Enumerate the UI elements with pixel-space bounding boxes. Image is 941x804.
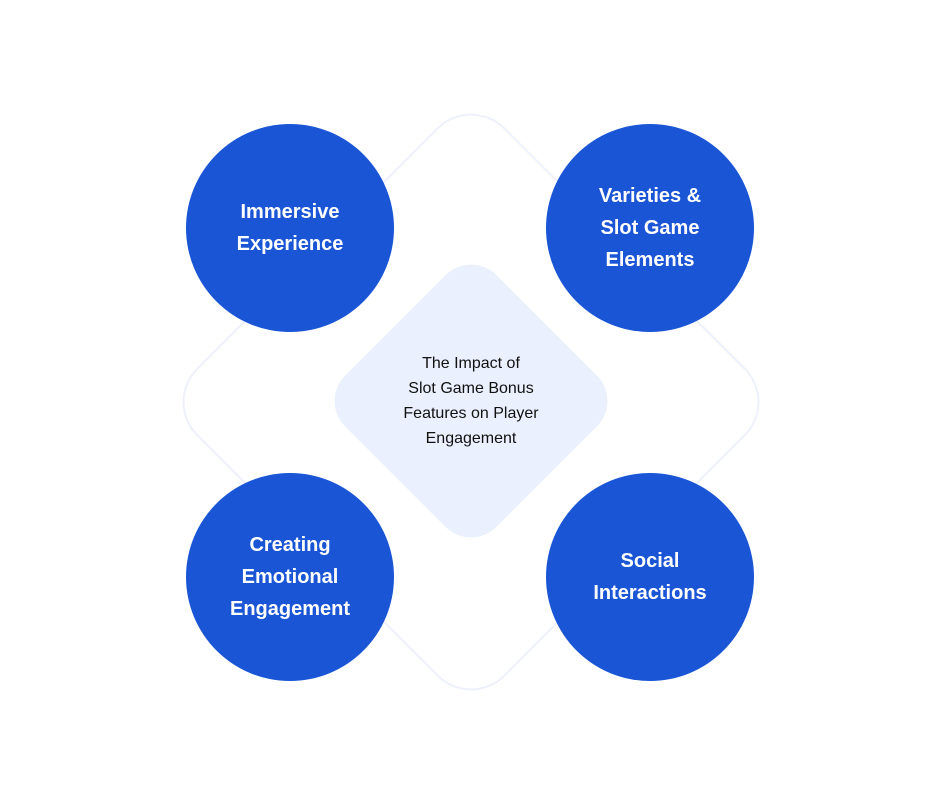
node-social-interactions: Social Interactions — [546, 473, 754, 681]
node-varieties-slot-game-elements: Varieties & Slot Game Elements — [546, 124, 754, 332]
node-label-line: Elements — [605, 249, 695, 271]
center-title-line: Features on Player — [403, 405, 539, 422]
node-label-line: Varieties & — [598, 185, 702, 207]
center-title-line: Slot Game Bonus — [408, 380, 534, 397]
node-label-line: Experience — [236, 233, 344, 255]
center-title: The Impact of Slot Game Bonus Features o… — [371, 351, 571, 451]
node-label-line: Social — [620, 550, 680, 572]
node-label: Immersive Experience — [237, 196, 344, 260]
node-label-line: Emotional — [241, 566, 339, 588]
node-label-line: Immersive — [240, 201, 340, 223]
node-label: Social Interactions — [593, 545, 706, 609]
center-title-line: The Impact of — [422, 355, 520, 372]
node-label-line: Creating — [249, 534, 331, 556]
node-creating-emotional-engagement: Creating Emotional Engagement — [186, 473, 394, 681]
center-title-line: Engagement — [425, 430, 517, 447]
node-label-line: Engagement — [229, 598, 351, 620]
node-label: Creating Emotional Engagement — [230, 529, 350, 625]
node-label-line: Slot Game — [600, 217, 700, 239]
node-label: Varieties & Slot Game Elements — [599, 180, 701, 276]
node-immersive-experience: Immersive Experience — [186, 124, 394, 332]
node-label-line: Interactions — [593, 582, 707, 604]
